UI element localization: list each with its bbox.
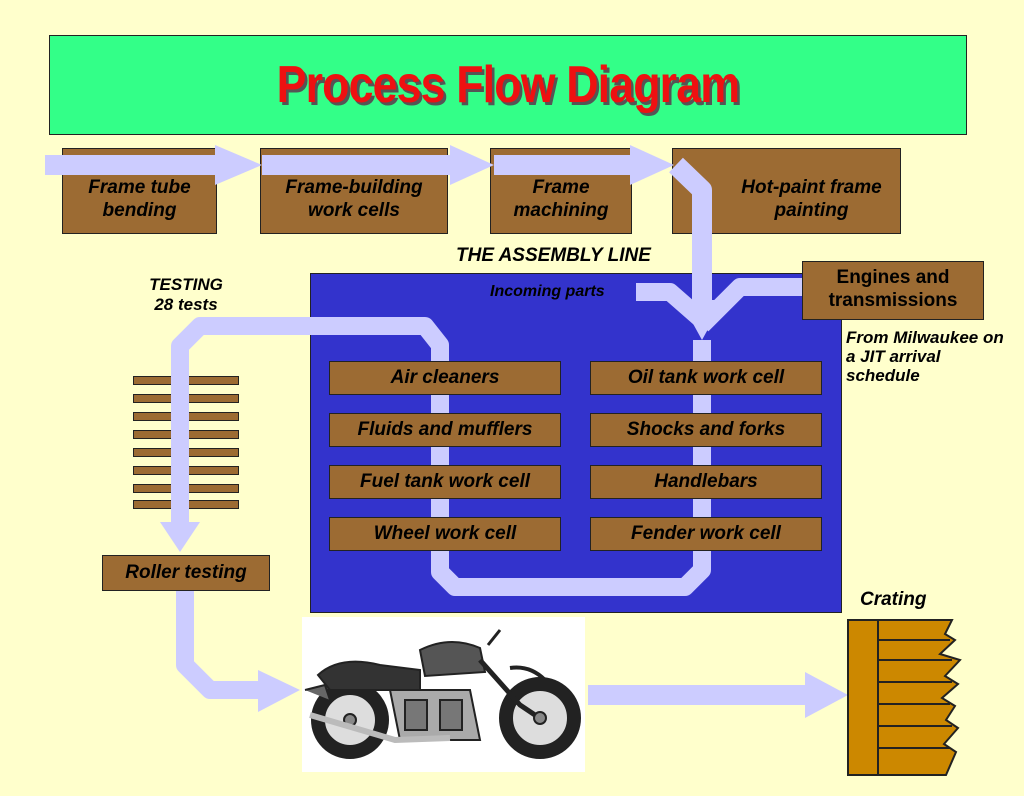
step-frame-building-label: Frame-building work cells [285,177,423,221]
arrow-to-motorcycle [258,670,300,712]
page-title: Process Flow Diagram [276,56,740,114]
arrow-to-crating [805,672,848,718]
cell-label: Shocks and forks [626,419,786,440]
cell-label: Wheel work cell [373,523,517,544]
roller-testing-box: Roller testing [102,555,270,591]
cell-label: Handlebars [654,471,758,492]
cell-label: Fuel tank work cell [360,471,530,492]
milwaukee-label: From Milwaukee on a JIT arrival schedule [846,328,1004,385]
cell-shocks-forks: Shocks and forks [590,413,822,447]
title-bar: Process Flow Diagram [49,35,967,135]
assembly-line-label: THE ASSEMBLY LINE [456,245,651,266]
testing-title: TESTING [149,275,223,294]
arrow-to-roller-testing [160,522,200,552]
cell-fender: Fender work cell [590,517,822,551]
crate-drawing [847,619,962,776]
cell-handlebars: Handlebars [590,465,822,499]
motorcycle-drawing [304,629,581,759]
cell-air-cleaners: Air cleaners [329,361,561,395]
cell-fluids-mufflers: Fluids and mufflers [329,413,561,447]
arrow-into-assembly [680,300,724,340]
roller-testing-label: Roller testing [125,562,247,583]
incoming-parts-label: Incoming parts [490,283,605,300]
step-hot-paint-label: Hot-paint frame painting [741,177,882,221]
cell-label: Air cleaners [390,367,500,388]
cell-label: Fender work cell [631,523,781,544]
cell-fuel-tank: Fuel tank work cell [329,465,561,499]
arrow-to-frame-tube-bending [45,145,262,185]
engines-box: Engines and transmissions [802,261,984,320]
cell-oil-tank: Oil tank work cell [590,361,822,395]
crating-label: Crating [860,589,927,610]
cell-label: Fluids and mufflers [357,419,533,440]
arrow-to-frame-building [262,145,494,185]
step-frame-tube-bending-label: Frame tube bending [88,177,191,221]
engines-label: Engines and transmissions [828,267,958,311]
step-frame-machining-label: Frame machining [513,177,609,221]
cell-label: Oil tank work cell [627,367,785,388]
cell-wheel: Wheel work cell [329,517,561,551]
arrow-to-frame-machining [494,145,674,185]
testing-label: TESTING 28 tests [128,275,244,315]
testing-count: 28 tests [154,295,218,314]
